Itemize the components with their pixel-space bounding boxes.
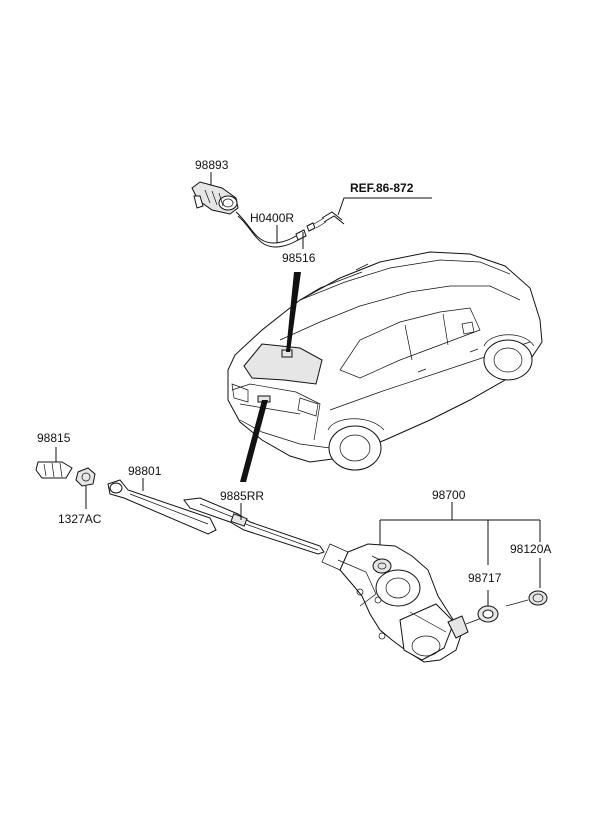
label-98120a: 98120A <box>510 542 551 556</box>
label-98700: 98700 <box>432 488 466 502</box>
label-98516: 98516 <box>282 251 316 265</box>
grommet-98717 <box>465 605 499 625</box>
wiper-cap-98815 <box>35 447 73 479</box>
label-98717: 98717 <box>468 571 502 585</box>
ref-hose-86-872 <box>321 197 432 225</box>
wiper-motor-98700 <box>321 502 541 663</box>
leader-wedge-wiper <box>240 400 268 482</box>
wiper-arm-98801 <box>107 478 217 535</box>
vehicle-outline <box>227 251 543 471</box>
label-98801: 98801 <box>128 464 162 478</box>
label-98815: 98815 <box>37 431 71 445</box>
label-98893: 98893 <box>195 158 229 172</box>
label-ref-86-872: REF.86-872 <box>350 181 414 195</box>
hose-connector-98516 <box>302 217 327 249</box>
label-h0400r: H0400R <box>250 211 294 225</box>
label-1327ac: 1327AC <box>58 512 102 526</box>
cap-98120a <box>505 590 548 607</box>
washer-nozzle-98893 <box>191 172 239 215</box>
leader-wedge-nozzle <box>286 272 301 352</box>
label-9885rr: 9885RR <box>220 489 264 503</box>
wiper-blade-9885rr <box>183 497 325 555</box>
nut-1327ac <box>75 467 96 509</box>
washer-hose-h0400r <box>235 211 307 248</box>
